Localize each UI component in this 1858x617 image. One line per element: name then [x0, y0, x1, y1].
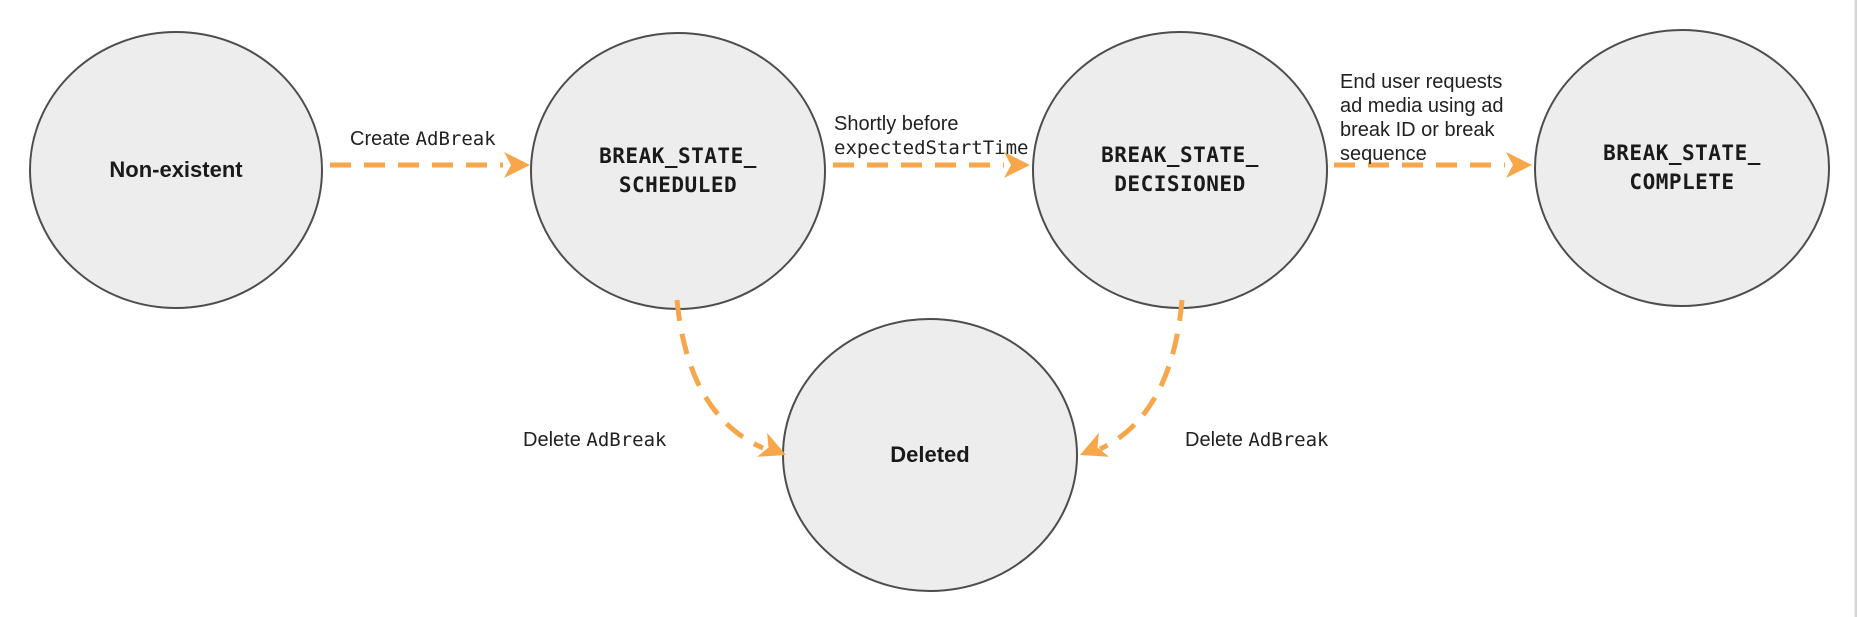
transition-label-delete-adbreak-left: Delete AdBreak	[523, 404, 666, 452]
state-label-break-state-scheduled: BREAK_STATE_ SCHEDULED	[599, 144, 757, 197]
state-label-break-state-complete: BREAK_STATE_ COMPLETE	[1603, 141, 1761, 194]
transition-label-text: Shortly before	[834, 113, 959, 135]
transition-label-code: AdBreak	[415, 128, 496, 150]
state-label-non-existent: Non-existent	[109, 157, 243, 182]
transition-label-text: Delete	[1185, 429, 1249, 451]
state-circle-non-existent	[29, 31, 323, 309]
arrowhead-icon	[1080, 432, 1110, 457]
transition-label-end-user-request: End user requests ad media using ad brea…	[1340, 46, 1503, 166]
transition-label-create-adbreak: Create AdBreak	[350, 103, 496, 151]
transition-label-text: End user requests ad media using ad brea…	[1340, 71, 1504, 165]
transition-label-text: Delete	[523, 429, 587, 451]
arrowhead-icon	[504, 152, 530, 178]
state-label-break-state-decisioned: BREAK_STATE_ DECISIONED	[1101, 143, 1259, 196]
page-edge-divider	[1854, 0, 1857, 617]
transition-label-text: Create	[350, 128, 416, 150]
arrowhead-icon	[1004, 152, 1030, 178]
arrowhead-icon	[1506, 152, 1532, 178]
transition-label-delete-adbreak-right: Delete AdBreak	[1185, 404, 1328, 452]
arrowhead-icon	[756, 432, 786, 457]
transition-label-code: AdBreak	[1248, 429, 1329, 451]
transition-label-code: expectedStartTime	[834, 137, 1029, 159]
transition-label-code: AdBreak	[586, 429, 667, 451]
state-circle-break-state-complete	[1534, 29, 1830, 307]
state-label-deleted: Deleted	[890, 442, 970, 467]
transition-label-shortly-before: Shortly before expectedStartTime	[834, 88, 1028, 160]
transition-arrow-delete-adbreak-right	[1098, 299, 1185, 452]
transition-arrow-delete-adbreak-left	[674, 299, 765, 451]
